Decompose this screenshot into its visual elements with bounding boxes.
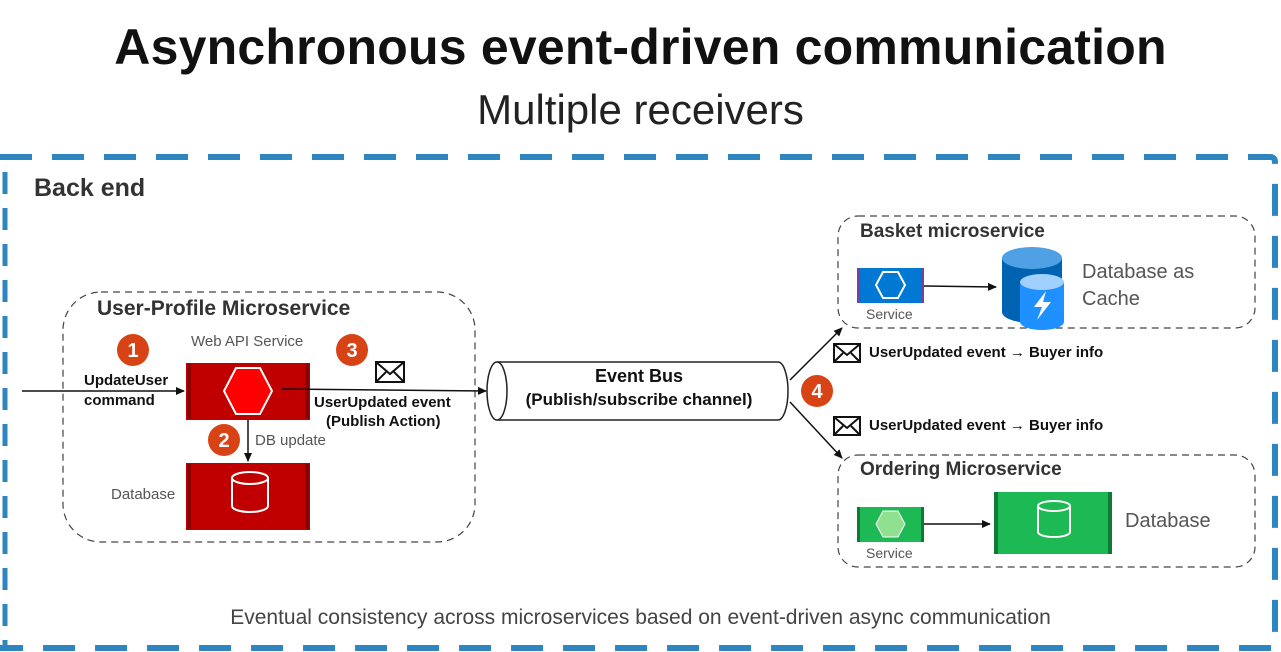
fanout-arrow-basket: [789, 327, 843, 381]
ordering-db-label: Database: [1125, 510, 1211, 532]
ordering-service-label: Service: [866, 545, 913, 561]
user-profile-container: [62, 291, 476, 543]
basket-db-label-line1: Database as: [1082, 261, 1195, 283]
publish-arrow: [281, 386, 487, 395]
database-icon: [231, 471, 269, 513]
lightning-icon: [1034, 291, 1051, 320]
step-number: 4: [811, 381, 823, 403]
page-subtitle: Multiple receivers: [477, 86, 804, 133]
ordering-container: [837, 454, 1256, 568]
db-update-label: DB update: [255, 432, 326, 449]
basket-title: Basket microservice: [860, 221, 1045, 242]
user-profile-database-block: [186, 463, 310, 530]
ordering-database-block: [994, 492, 1112, 554]
step-number: 3: [346, 340, 357, 362]
web-api-service-label: Web API Service: [191, 333, 304, 350]
web-api-service-block: [186, 363, 310, 420]
event-bus-cylinder: [486, 361, 789, 421]
step-badge-2: 2: [208, 424, 240, 456]
basket-service-label: Service: [866, 306, 913, 322]
service-hexagon-icon: [874, 271, 907, 299]
step-number: 1: [127, 340, 138, 362]
step-badge-3: 3: [336, 334, 368, 366]
basket-db-label-line2: Cache: [1082, 288, 1140, 310]
service-hexagon-icon: [875, 510, 906, 538]
envelope-icon: [375, 361, 405, 383]
ordering-service-block: [857, 507, 924, 542]
event-bus-label: Event Bus: [594, 366, 684, 386]
database-label: Database: [111, 486, 176, 503]
command-label-line1: UpdateUser: [84, 372, 169, 389]
event-label-line1: UserUpdated event: [314, 394, 451, 411]
basket-service-block: [857, 268, 924, 303]
backend-label: Back end: [34, 174, 146, 202]
user-profile-title: User-Profile Microservice: [97, 297, 351, 320]
service-hexagon-icon: [222, 367, 274, 415]
envelope-icon: [833, 343, 861, 363]
cache-database-icon: [1002, 247, 1064, 330]
database-icon: [1037, 500, 1071, 538]
command-label-line2: command: [84, 392, 155, 409]
footer-caption: Eventual consistency across microservice…: [230, 606, 1051, 629]
step-badge-1: 1: [117, 334, 149, 366]
basket-service-to-cache-arrow: [923, 282, 997, 291]
fanout-arrow-ordering: [789, 401, 843, 459]
backend-container: [0, 154, 1278, 651]
step-number: 2: [218, 430, 229, 452]
step-badge-4: 4: [801, 375, 833, 407]
basket-event-message: UserUpdated event → Buyer info: [869, 344, 1104, 361]
event-bus-sublabel: (Publish/subscribe channel): [525, 390, 753, 409]
envelope-icon: [833, 416, 861, 436]
event-label-line2: (Publish Action): [326, 413, 441, 430]
ordering-event-message: UserUpdated event → Buyer info: [869, 417, 1104, 434]
ordering-title: Ordering Microservice: [860, 459, 1062, 480]
page-title: Asynchronous event-driven communication: [114, 19, 1167, 75]
